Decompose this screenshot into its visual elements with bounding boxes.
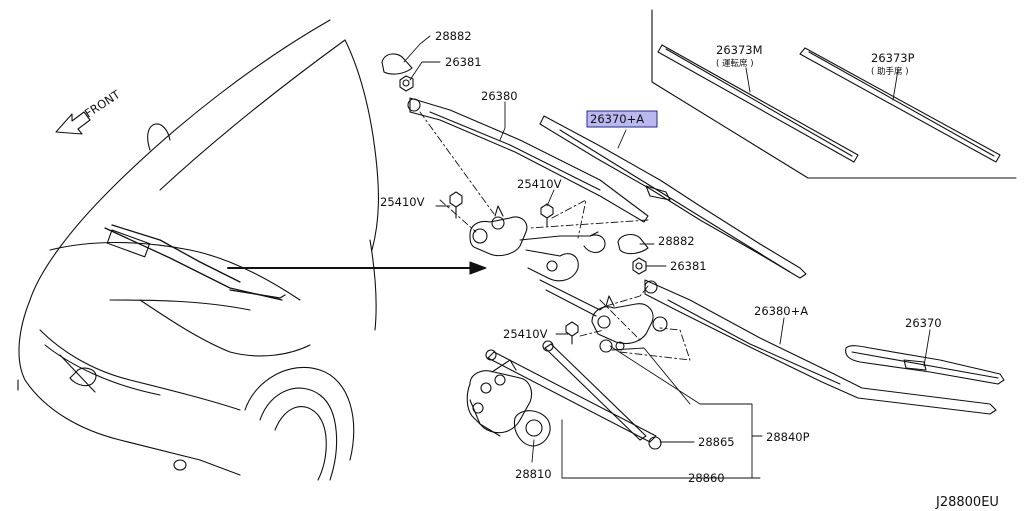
bolt-25410V-low bbox=[565, 321, 579, 345]
pivot-assembly-lower bbox=[591, 295, 668, 353]
cap-28882-mid bbox=[617, 233, 649, 255]
label-28810: 28810 bbox=[515, 467, 552, 481]
highlight-box bbox=[586, 110, 658, 128]
label-28860: 28860 bbox=[688, 471, 725, 485]
pivot-assembly-upper bbox=[469, 205, 606, 282]
guide-lines bbox=[419, 111, 691, 361]
wiper-blade-26370A bbox=[539, 115, 807, 279]
label-26380: 26380 bbox=[481, 89, 518, 103]
wiper-arm-26380A bbox=[644, 279, 997, 415]
label-28840P: 28840P bbox=[766, 430, 810, 444]
label-26373P: 26373P bbox=[871, 51, 915, 65]
label-26381-top: 26381 bbox=[445, 55, 482, 69]
car-outline bbox=[17, 19, 379, 481]
leader-lines bbox=[403, 35, 931, 479]
front-label: FRONT bbox=[82, 87, 123, 121]
nut-26381-top bbox=[399, 75, 414, 92]
label-26370A[interactable]: 26370+A bbox=[590, 112, 644, 126]
label-26370: 26370 bbox=[905, 316, 942, 330]
diagram-code: J28800EU bbox=[935, 495, 999, 510]
bolt-25410V-mid bbox=[540, 203, 554, 227]
label-25410V-mid: 25410V bbox=[517, 177, 562, 191]
linkage-rods bbox=[485, 279, 662, 450]
label-25410V-low: 25410V bbox=[503, 327, 548, 341]
pointer-arrow-icon bbox=[227, 261, 487, 275]
nut-26381-mid bbox=[632, 257, 647, 275]
label-26381-mid: 26381 bbox=[670, 259, 707, 273]
label-26373M-note: ( 運転席 ) bbox=[716, 58, 754, 69]
label-28865: 28865 bbox=[698, 435, 735, 449]
bolt-25410V-left bbox=[449, 191, 463, 219]
wiper-blade-26370 bbox=[845, 345, 1005, 385]
inset-frame bbox=[651, 9, 1017, 179]
wiper-arm-26380 bbox=[407, 97, 649, 223]
front-arrow-icon bbox=[55, 111, 91, 135]
label-25410V-left: 25410V bbox=[380, 195, 425, 209]
wiper-motor-28810 bbox=[466, 359, 551, 447]
label-26373P-note: ( 助手席 ) bbox=[871, 66, 909, 77]
label-26380A: 26380+A bbox=[754, 304, 808, 318]
label-26373M: 26373M bbox=[716, 43, 763, 57]
label-28882-top: 28882 bbox=[435, 29, 472, 43]
label-28882-mid: 28882 bbox=[658, 234, 695, 248]
cap-28882-top bbox=[381, 53, 413, 75]
